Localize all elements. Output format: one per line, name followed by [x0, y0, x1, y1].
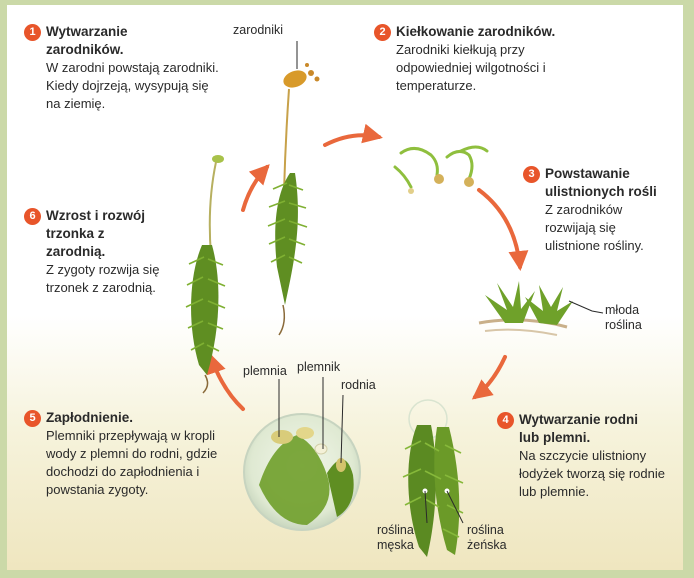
young-moss-plants — [479, 281, 573, 335]
label-plemnik: plemnik — [297, 360, 340, 375]
label-roslina-meska: roślina męska — [377, 523, 427, 553]
germinating-spores — [395, 147, 487, 194]
fertilization-bubble — [244, 414, 360, 530]
step-3: 3 Powstawanie ulistnionych rośli Z zarodn… — [523, 165, 683, 255]
step-6-title: Wzrost i rozwój trzonka z zarodnią. — [46, 207, 166, 261]
step-1-number: 1 — [24, 24, 41, 41]
step-3-body: Z zarodników rozwijają się ulistnione ro… — [523, 201, 670, 255]
step-2-title: Kiełkowanie zarodników. — [396, 24, 555, 39]
step-5-title: Zapłodnienie. — [46, 410, 133, 425]
step-4: 4 Wytwarzanie rodni lub plemni. Na szczyc… — [497, 411, 681, 501]
step-4-body: Na szczycie ulistniony łodyżek tworzą si… — [497, 447, 674, 501]
step-1-title: Wytwarzanie zarodników. — [46, 23, 196, 59]
step-1-body: W zarodni powstają zarodniki. Kiedy dojr… — [24, 59, 226, 113]
step-5-body: Plemniki przepływają w kropli wody z ple… — [24, 427, 231, 499]
label-roslina-zenska: roślina żeńska — [467, 523, 517, 553]
step-1: 1 Wytwarzanie zarodników. W zarodni powst… — [24, 23, 224, 113]
arrow-6-to-1 — [243, 167, 267, 210]
step-4-title: Wytwarzanie rodni lub plemni. — [519, 411, 649, 447]
step-2-number: 2 — [374, 24, 391, 41]
step-3-number: 3 — [523, 166, 540, 183]
step-6-body: Z zygoty rozwija się trzonek z zarodnią. — [24, 261, 176, 297]
label-zarodniki: zarodniki — [233, 23, 283, 38]
step-4-number: 4 — [497, 412, 514, 429]
step-5: 5 Zapłodnienie. Plemniki przepływają w kr… — [24, 409, 244, 499]
step-6-number: 6 — [24, 208, 41, 225]
label-plemnia: plemnia — [243, 364, 287, 379]
step-5-number: 5 — [24, 410, 41, 427]
diagram-panel: 1 Wytwarzanie zarodników. W zarodni powst… — [7, 5, 683, 570]
step-2-body: Zarodniki kiełkują przy odpowiedniej wil… — [374, 41, 591, 95]
arrow-3-to-4 — [475, 357, 505, 397]
label-mloda-roslina: młoda roślina — [605, 303, 665, 333]
arrow-2-to-3 — [479, 190, 520, 267]
label-rodnia: rodnia — [341, 378, 376, 393]
arrow-5-to-6 — [211, 357, 243, 409]
step-2: 2 Kiełkowanie zarodników. Zarodniki kiełk… — [374, 23, 609, 95]
step-6: 6 Wzrost i rozwój trzonka z zarodnią. Z z… — [24, 207, 199, 297]
sporophyte-plant — [268, 63, 320, 335]
arrow-1-to-2 — [325, 135, 379, 145]
step-3-title: Powstawanie ulistnionych rośli — [545, 165, 675, 201]
